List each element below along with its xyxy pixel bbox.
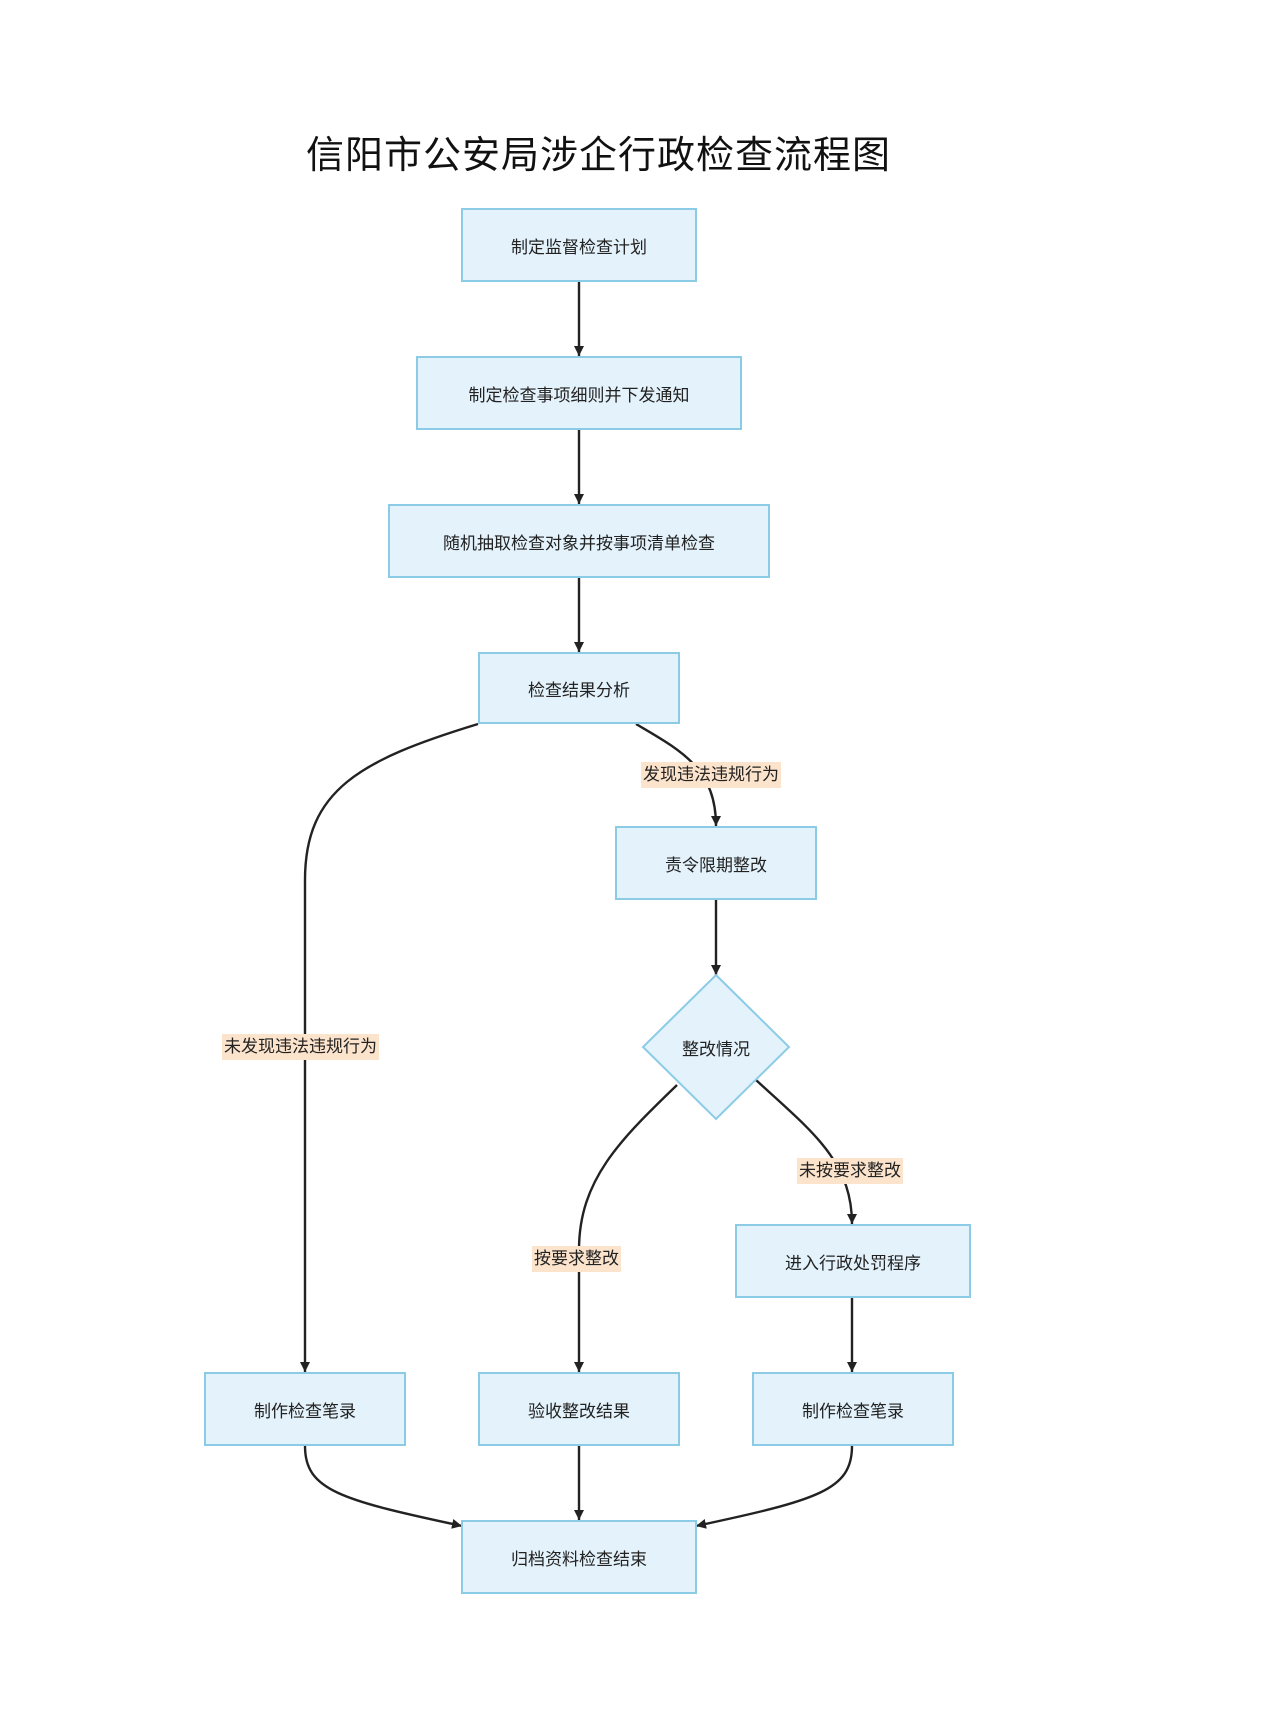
edge-record-left-to-archive: [303, 1445, 463, 1529]
node-archive: 归档资料检查结束: [461, 1520, 697, 1594]
edge-analysis-to-record-left: [300, 722, 479, 1372]
node-accept-result: 验收整改结果: [478, 1372, 680, 1446]
node-analysis: 检查结果分析: [478, 652, 680, 724]
node-record-left: 制作检查笔录: [204, 1372, 406, 1446]
node-record-right: 制作检查笔录: [752, 1372, 954, 1446]
label-rectified: 按要求整改: [532, 1246, 621, 1272]
node-plan: 制定监督检查计划: [461, 208, 697, 282]
node-rectify-status-label: 整改情况: [682, 1039, 750, 1060]
label-not-rectified: 未按要求整改: [797, 1158, 903, 1184]
label-violation-found: 发现违法违规行为: [641, 762, 781, 788]
node-penalty: 进入行政处罚程序: [735, 1224, 971, 1298]
node-rectify-status: 整改情况: [643, 975, 789, 1119]
page-title: 信阳市公安局涉企行政检查流程图: [306, 133, 892, 177]
node-random: 随机抽取检查对象并按事项清单检查: [388, 504, 770, 578]
edge-status-to-penalty: [755, 1079, 857, 1225]
diamond-shape: [641, 973, 791, 1121]
edge-status-to-accept: [574, 1084, 678, 1372]
node-rectify-order: 责令限期整改: [615, 826, 817, 900]
edge-record-right-to-archive: [695, 1445, 854, 1529]
node-rules: 制定检查事项细则并下发通知: [416, 356, 742, 430]
label-no-violation: 未发现违法违规行为: [222, 1034, 379, 1060]
